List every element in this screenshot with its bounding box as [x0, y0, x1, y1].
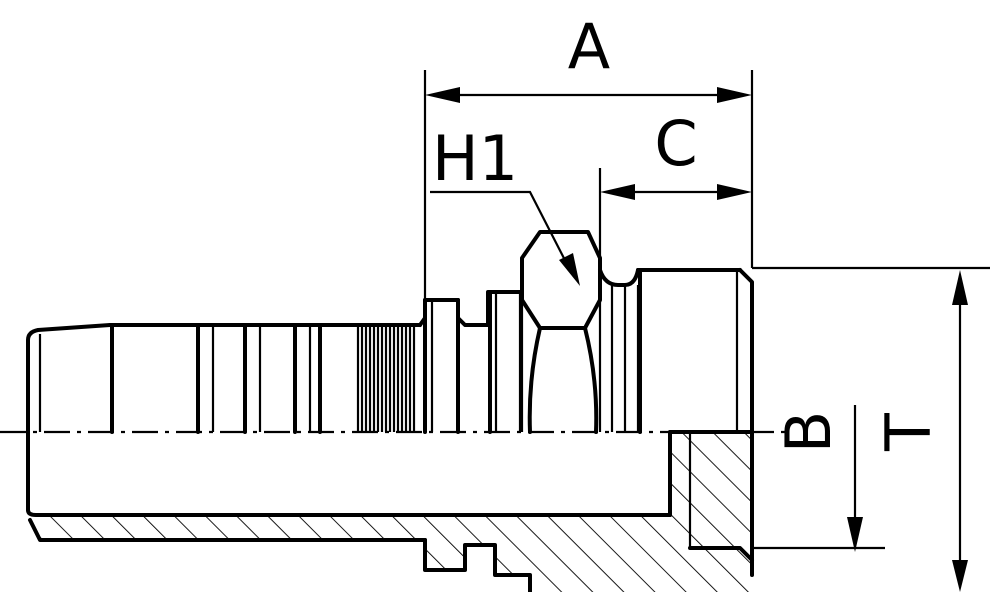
knurl-pattern — [353, 323, 422, 432]
section-view — [26, 430, 754, 592]
dimension-T: T — [752, 266, 990, 592]
dimension-label-H1: H1 — [432, 122, 518, 195]
dimension-B: B — [752, 405, 885, 552]
hex-nut — [520, 230, 602, 434]
dimension-H1: H1 — [430, 122, 580, 286]
dimension-label-C: C — [654, 107, 697, 180]
hose-tail-outline — [26, 323, 357, 434]
collar-outline — [418, 290, 522, 434]
dimension-label-A: A — [568, 10, 610, 83]
dimension-label-B: B — [772, 411, 845, 454]
thread-end-outline — [598, 268, 754, 434]
dimension-C: C — [598, 107, 752, 258]
dimension-A: A — [423, 10, 754, 300]
dimension-label-T: T — [872, 412, 945, 452]
